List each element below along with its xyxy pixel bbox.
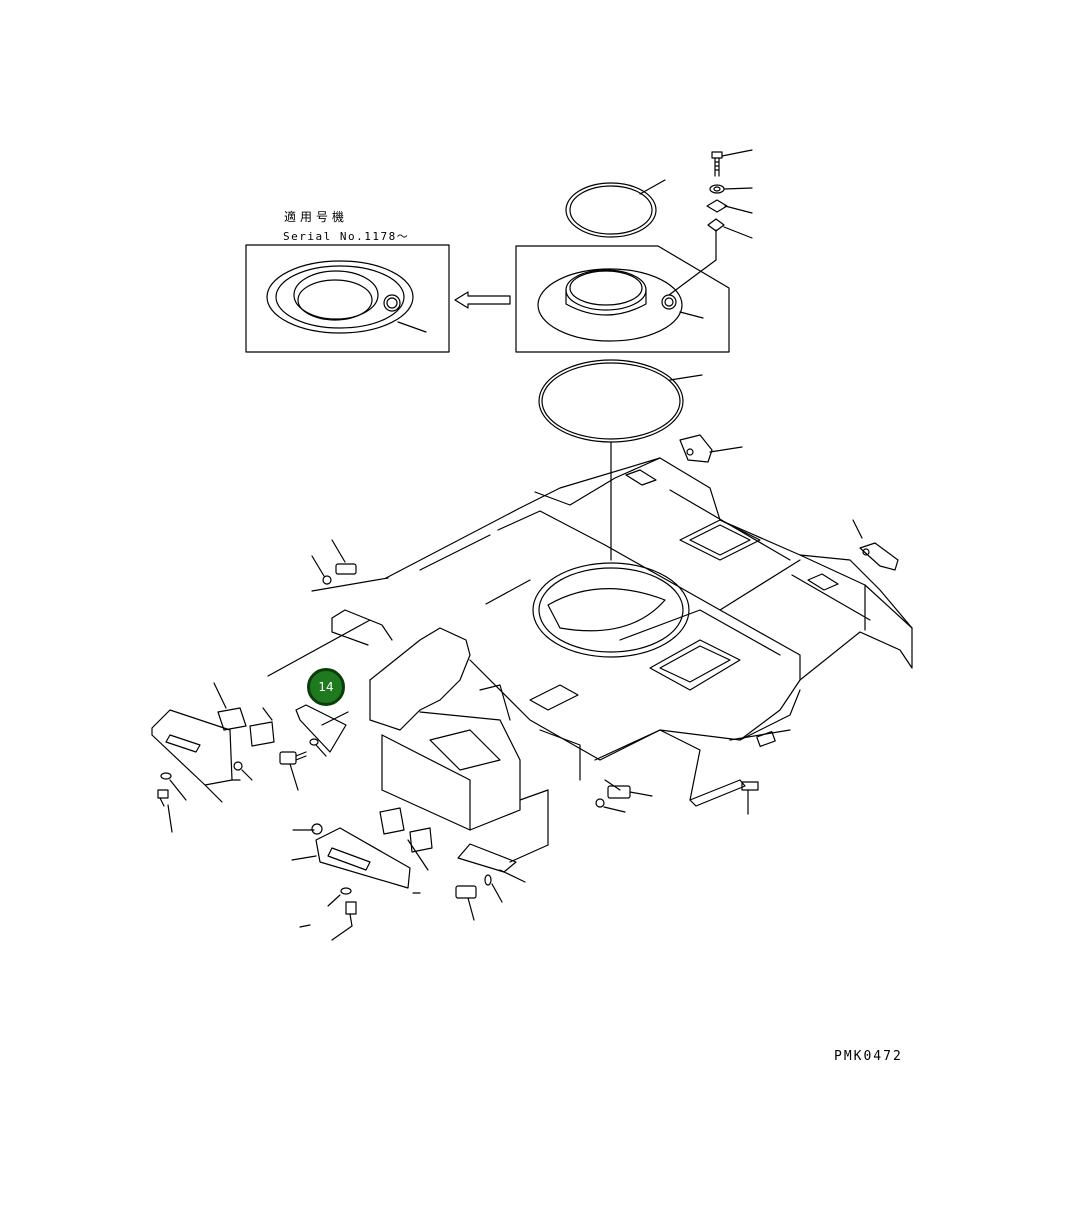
inset-serial-variant <box>245 244 450 353</box>
applicability-label: 適用号機 <box>284 210 349 224</box>
right-bolts <box>595 779 759 815</box>
seal-ring-top <box>565 179 666 238</box>
large-o-ring <box>538 359 703 561</box>
part-callout-marker[interactable]: 14 <box>307 668 345 706</box>
part-callout-number: 14 <box>318 680 334 694</box>
left-weight-block <box>151 709 241 803</box>
bottom-rubber-pads <box>379 807 433 871</box>
left-rubber-pads <box>213 682 275 747</box>
bottom-weight-block <box>291 823 411 889</box>
upper-left-bolt <box>311 539 357 585</box>
inset-standard-variant <box>515 229 730 353</box>
center-bolt <box>279 704 349 791</box>
bottom-bolts <box>327 843 526 941</box>
serial-number-label: Serial No.1178～ <box>283 230 410 243</box>
bolt-stack <box>706 149 753 239</box>
figure-code: PMK0472 <box>834 1049 903 1064</box>
left-bolt <box>157 761 253 833</box>
main-frame <box>267 434 913 928</box>
arrow-left-icon <box>454 291 511 309</box>
